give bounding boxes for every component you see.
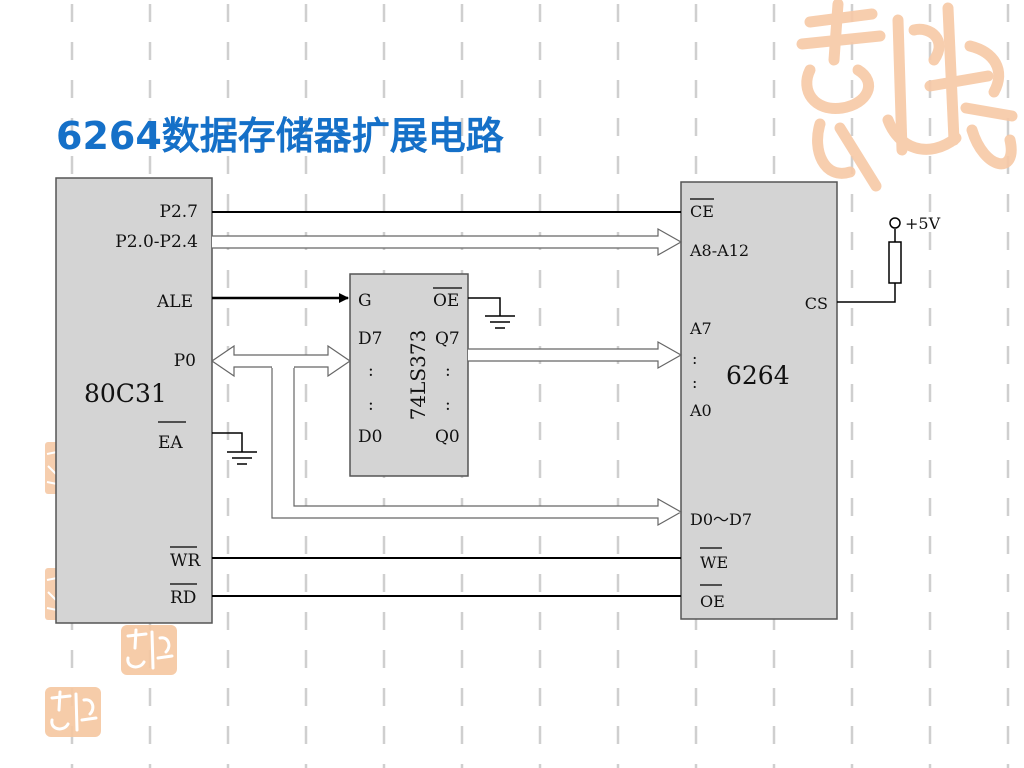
memory-dots-1: : (692, 349, 697, 368)
cpu-name-label: 80C31 (84, 379, 167, 408)
pin-ce-label: CE (690, 202, 714, 221)
stamp-mark-3 (121, 625, 177, 675)
memory-name-label: 6264 (726, 361, 790, 390)
pin-a7-label: A7 (689, 319, 712, 338)
bus-q-a7a0 (468, 340, 683, 370)
pin-we-label: WE (700, 553, 728, 572)
cs-pullup-resistor (837, 217, 902, 303)
bus-p0-latch (210, 344, 683, 527)
pin-a0-label: A0 (689, 401, 712, 420)
pin-d0-label: D0 (358, 427, 382, 447)
latch-q-dots-1: : (445, 361, 451, 381)
ground-symbol-ea (212, 432, 257, 465)
pin-cs-label: CS (805, 294, 828, 313)
cpu-80c31-box (55, 177, 213, 624)
pin-a8-a12-label: A8-A12 (689, 241, 749, 260)
memory-dots-2: : (692, 373, 697, 392)
pin-p27-label: P2.7 (160, 202, 198, 222)
bus-p20-a8 (212, 227, 683, 257)
pin-data-bus-label: D0～D7 (690, 510, 752, 529)
supply-voltage-label: +5V (905, 214, 941, 233)
ground-symbol-oe (468, 297, 515, 329)
memory-6264-box (680, 181, 838, 620)
latch-d-dots-2: : (368, 395, 374, 415)
pin-d7-label: D7 (358, 329, 382, 349)
pin-ale-label: ALE (156, 292, 193, 312)
stamp-mark-4 (45, 687, 101, 737)
slide-title: 6264数据存储器扩展电路 (56, 114, 504, 158)
latch-74ls373-box (349, 273, 469, 477)
pin-p0-label: P0 (174, 351, 196, 371)
calligraphy-seal-watermark (796, 0, 1018, 192)
pin-g-label: G (358, 291, 372, 311)
latch-d-dots-1: : (368, 361, 374, 381)
pin-p20-p24-label: P2.0-P2.4 (115, 232, 198, 252)
latch-q-dots-2: : (445, 395, 451, 415)
pin-memory-oe-label: OE (700, 592, 725, 611)
latch-name-label: 74LS373 (406, 330, 430, 421)
pin-wr-label: WR (170, 551, 201, 571)
pin-q7-label: Q7 (435, 329, 460, 349)
pin-rd-label: RD (170, 588, 196, 608)
pin-ea-label: EA (158, 433, 183, 453)
pin-latch-oe-label: OE (433, 291, 459, 311)
pin-q0-label: Q0 (435, 427, 460, 447)
